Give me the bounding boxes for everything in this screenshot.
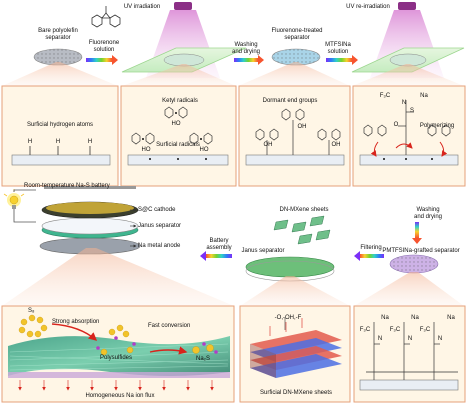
pm-n-3: N: [437, 336, 443, 342]
lightbulb-icon: [3, 189, 36, 223]
janus-separator-label: Janus separator: [138, 223, 182, 229]
panel-dormant: [238, 85, 351, 187]
pm-na-2: Na: [411, 315, 419, 321]
mtfsina-solution-label: MTFSINa solution: [325, 42, 351, 55]
pmtfsina-label: PMTFSINa-grafted separator: [382, 248, 460, 254]
polysulfides-label: Polysulfides: [100, 355, 133, 361]
p1-title: Surficial hydrogen atoms: [26, 122, 94, 128]
mxene-stack: [250, 330, 342, 378]
pm-n-2: N: [407, 336, 413, 342]
gradient-arrow-icon: [200, 251, 232, 261]
p2-ho: HO: [171, 121, 181, 127]
gradient-arrow-icon: [354, 251, 384, 261]
pm-f3c-1: F₃C: [359, 327, 371, 333]
p1-h2: H: [55, 139, 61, 145]
panel-polymerizing: [352, 85, 466, 187]
gradient-arrow-icon: [326, 55, 358, 65]
mx-title-label: Surficial DN-MXene sheets: [259, 390, 333, 396]
fluorenone-solution-label: Fluorenone solution: [88, 40, 120, 53]
gradient-arrow-icon: [86, 55, 118, 65]
na2s-label: Na₂S: [196, 356, 211, 362]
p4-na: Na: [420, 93, 428, 99]
uv-irradiation-label: UV irradiation: [123, 4, 161, 10]
filtering-label: Filtering: [360, 245, 382, 251]
p3-oh3: OH: [331, 142, 341, 148]
pm-f3c-3: F₃C: [419, 327, 431, 333]
p4-o: O: [393, 122, 399, 128]
p4-n: N: [401, 100, 407, 106]
p4-title: Polymerizing: [419, 123, 455, 129]
p2-sub: Surficial radicals: [156, 142, 200, 148]
p4-s: S: [409, 108, 414, 114]
gradient-arrow-icon: [234, 55, 264, 65]
mx-terms-label: -O,-OH,-F: [274, 315, 302, 321]
p1-h3: H: [87, 139, 93, 145]
washing-drying2-label: Washing and drying: [413, 207, 443, 220]
fast-conversion-label: Fast conversion: [148, 323, 191, 329]
uv-reirradiation-label: UV re-irradiation: [346, 4, 390, 10]
mxene-sheets-icon: [273, 215, 331, 245]
p4-cf3: F₃C: [379, 93, 391, 99]
gradient-arrow-icon: [412, 222, 422, 244]
p3-oh2: OH: [297, 124, 307, 130]
pm-na-1: Na: [381, 315, 389, 321]
pm-na-3: Na: [447, 315, 455, 321]
panel-hydrogen: [1, 85, 119, 187]
na-anode-label: Na metal anode: [138, 243, 181, 249]
sc-cathode-label: S@C cathode: [138, 207, 176, 213]
pm-n-1: N: [377, 336, 383, 342]
strong-absorption-label: Strong absorption: [52, 319, 100, 325]
pm-f3c-2: F₃C: [389, 327, 401, 333]
na-flux-label: Homogeneous Na ion flux: [85, 393, 155, 399]
battery-title: Room-temperature Na-S battery: [24, 183, 110, 189]
s8-label: S₈: [28, 308, 35, 314]
janus-separator-title: Janus separator: [241, 248, 285, 254]
battery-assembly-label: Battery assembly: [206, 238, 232, 251]
fluorenone-treated-label: Fluorenone-treated separator: [271, 28, 323, 41]
battery-stack: [39, 186, 141, 255]
p2-title: Ketyl radicals: [162, 98, 198, 104]
p2-ho3: HO: [199, 147, 209, 153]
p3-oh1: OH: [263, 142, 273, 148]
p1-h1: H: [27, 139, 33, 145]
sulfur-s8-ring: [18, 314, 48, 338]
p2-ho2: HO: [141, 147, 151, 153]
p3-title: Dormant end groups: [262, 98, 318, 104]
dn-mxene-label: DN-MXene sheets: [279, 207, 329, 213]
bare-separator-label: Bare polyolefin separator: [38, 28, 78, 41]
fluorenone-molecule-icon: [91, 6, 121, 28]
janus-separator-disc: [245, 256, 335, 278]
washing-drying-label: Washing and drying: [231, 42, 261, 55]
